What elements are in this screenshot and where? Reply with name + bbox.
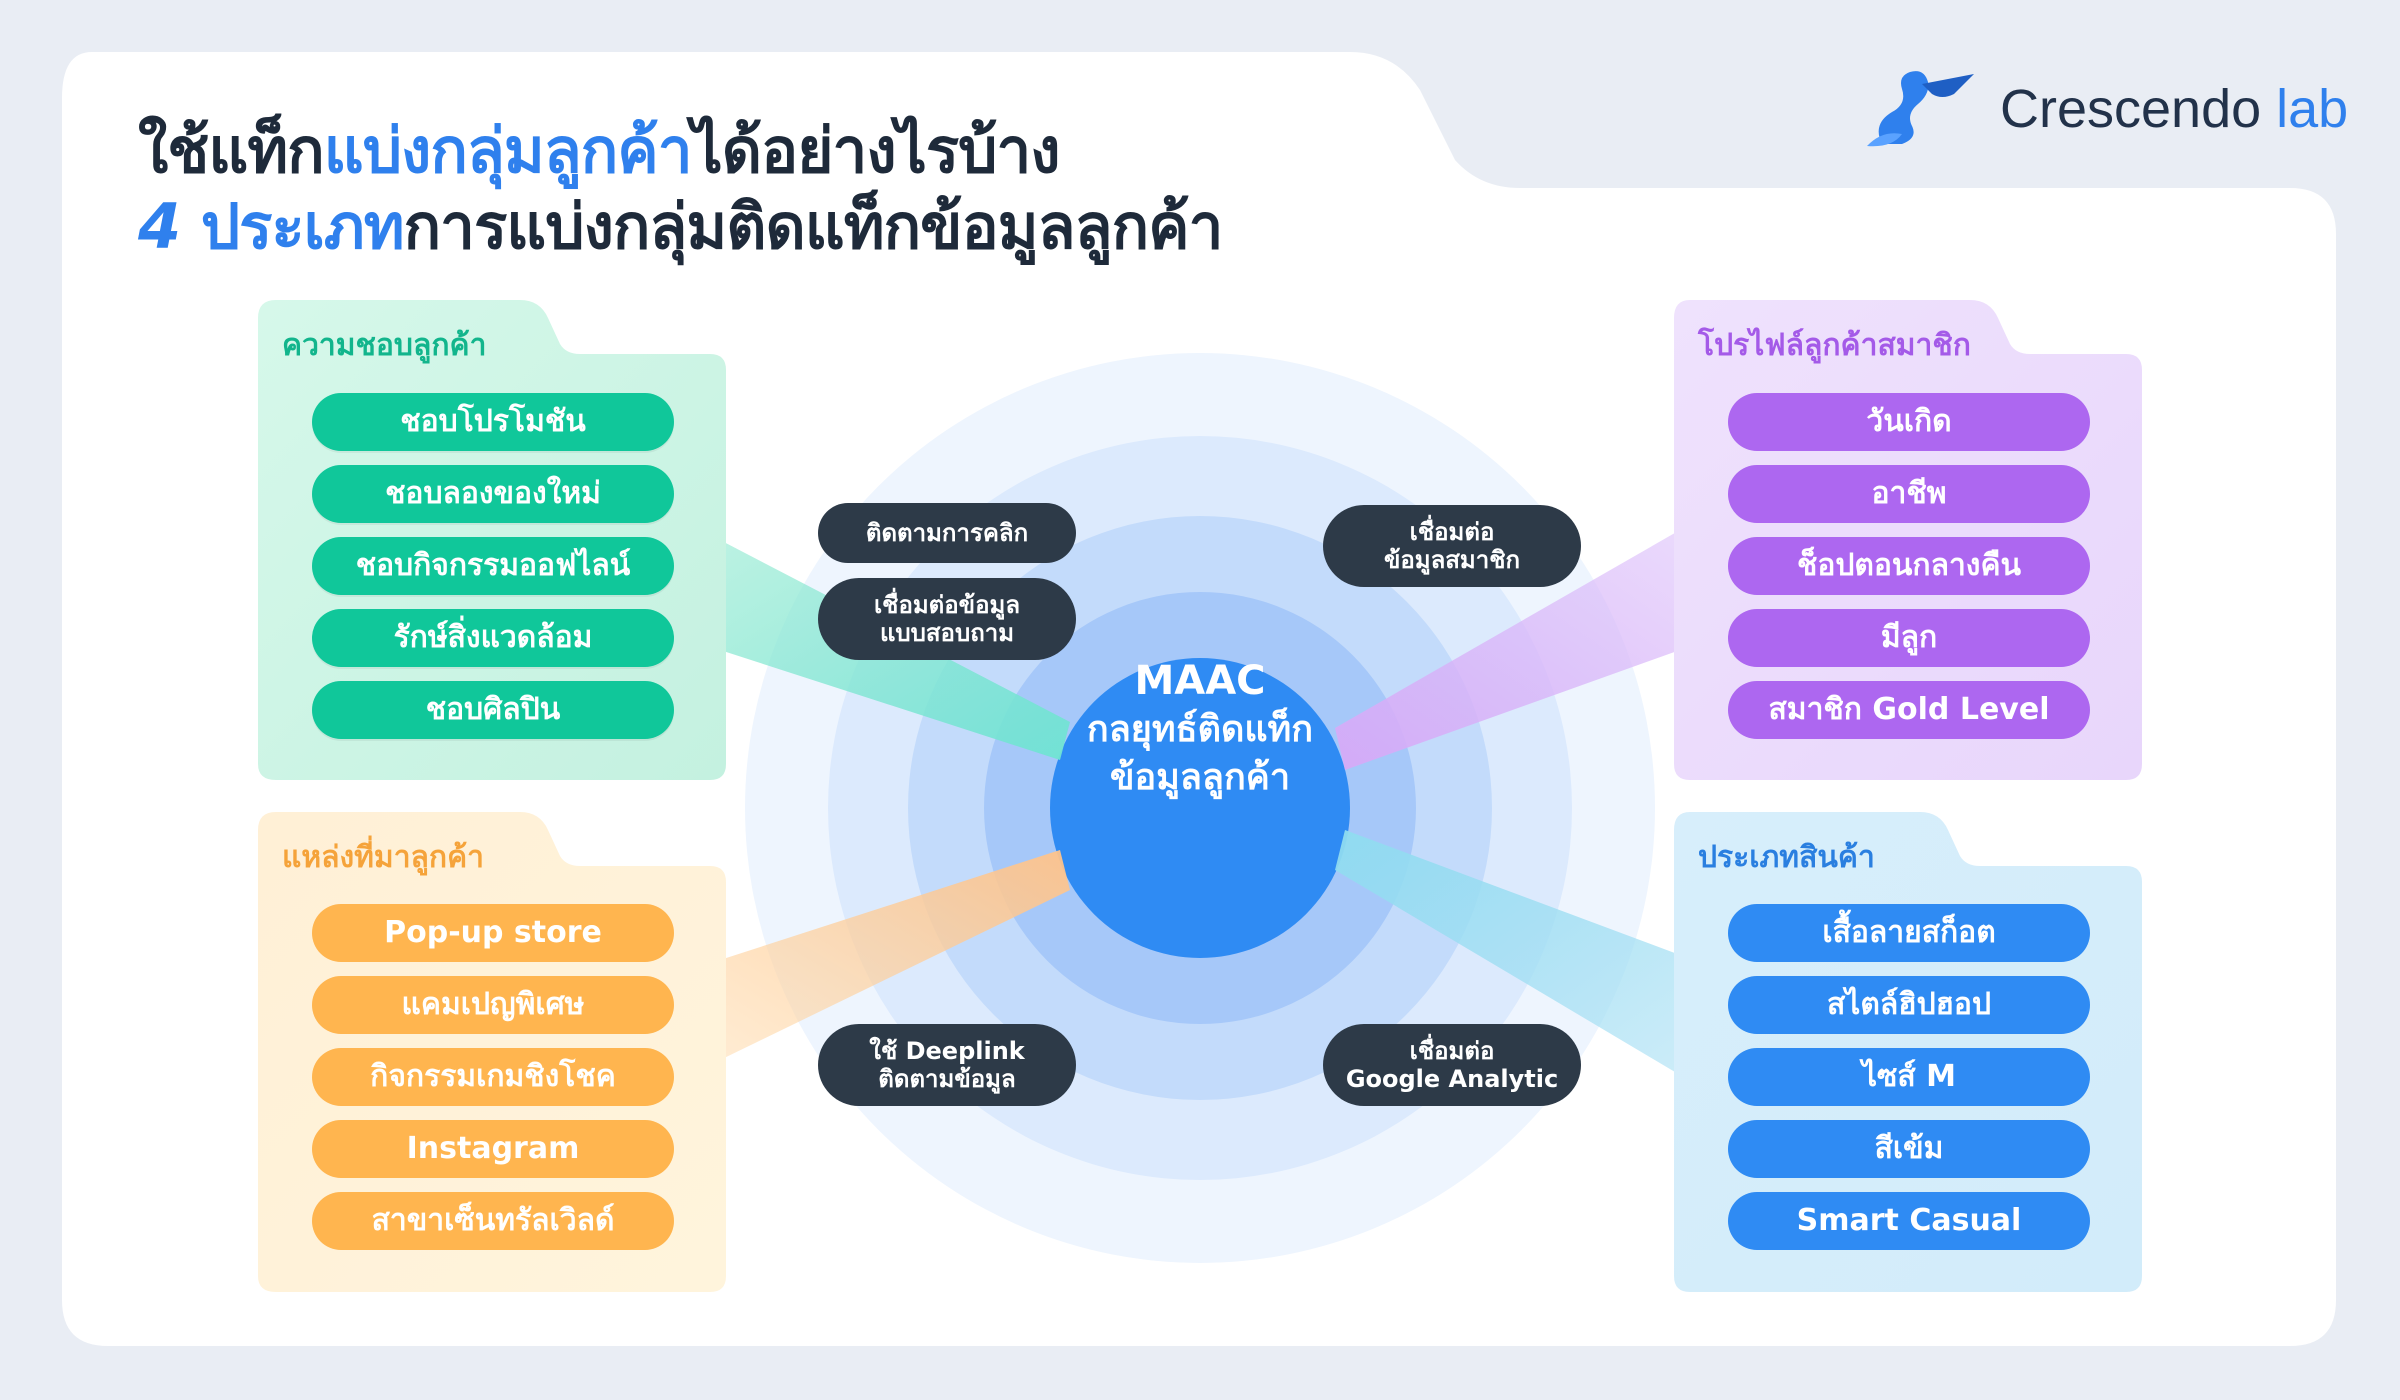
page-title-line-1: ใช้แท็กแบ่งกลุ่มลูกค้าได้อย่างไรบ้าง (138, 102, 1061, 200)
tag-pill[interactable]: ชอบโปรโมชัน (312, 393, 674, 451)
tag-pill[interactable]: กิจกรรมเกมชิงโชค (312, 1048, 674, 1106)
tag-pill[interactable]: มีลูก (1728, 609, 2090, 667)
group-title-products: ประเภทสินค้า (1698, 840, 1875, 875)
tag-pill[interactable]: ชอบกิจกรรมออฟไลน์ (312, 537, 674, 595)
tag-pill[interactable]: วันเกิด (1728, 393, 2090, 451)
title-number: 4 (138, 190, 181, 263)
group-title-sources: แหล่งที่มาลูกค้า (282, 840, 485, 875)
tag-pill[interactable]: Pop-up store (312, 904, 674, 962)
logo-text: Crescendo lab (2000, 79, 2349, 139)
crescendo-lab-bird-icon (1867, 71, 1974, 147)
center-rings (745, 353, 1655, 1263)
connector-pill[interactable]: ติดตามการคลิก (818, 503, 1076, 563)
connector-pill[interactable]: เชื่อมต่อ ข้อมูลสมาชิก (1323, 505, 1581, 587)
tag-pill[interactable]: ไซส์ M (1728, 1048, 2090, 1106)
beam-orange (720, 850, 1070, 1060)
title-suffix-2: การแบ่งกลุ่มติดแท็กข้อมูลลูกค้า (403, 190, 1224, 263)
tag-pill[interactable]: สมาชิก Gold Level (1728, 681, 2090, 739)
beam-blue (1335, 830, 1680, 1075)
title-suffix: ได้อย่างไรบ้าง (691, 114, 1061, 187)
beam-purple (1335, 530, 1680, 770)
tag-pill[interactable]: ช็อปตอนกลางคืน (1728, 537, 2090, 595)
center-subtitle-2: ข้อมูลลูกค้า (1109, 757, 1291, 798)
connector-pill[interactable]: ใช้ Deeplink ติดตามข้อมูล (818, 1024, 1076, 1106)
tag-pill[interactable]: แคมเปญพิเศษ (312, 976, 674, 1034)
tag-pill[interactable]: Smart Casual (1728, 1192, 2090, 1250)
title-prefix: ใช้แท็ก (138, 114, 325, 187)
center-title: MAAC (1134, 658, 1266, 704)
group-title-interests: ความชอบลูกค้า (282, 328, 487, 363)
tag-pill[interactable]: สไตล์ฮิปฮอป (1728, 976, 2090, 1034)
brand-logo: Crescendo lab (1862, 60, 2400, 160)
connector-pill[interactable]: เชื่อมต่อ Google Analytic (1323, 1024, 1581, 1106)
group-title-profile: โปรไฟล์ลูกค้าสมาชิก (1698, 328, 1971, 363)
tag-pill[interactable]: สีเข้ม (1728, 1120, 2090, 1178)
title-highlight-2: ประเภท (180, 190, 405, 263)
tag-pill[interactable]: เสื้อลายสก็อต (1728, 904, 2090, 962)
center-hub-label: MAAC กลยุทธ์ติดแท็ก ข้อมูลลูกค้า (1050, 656, 1350, 802)
tag-pill[interactable]: ชอบลองของใหม่ (312, 465, 674, 523)
tag-pill[interactable]: สาขาเซ็นทรัลเวิลด์ (312, 1192, 674, 1250)
connector-pill[interactable]: เชื่อมต่อข้อมูล แบบสอบถาม (818, 578, 1076, 660)
center-subtitle-1: กลยุทธ์ติดแท็ก (1086, 709, 1314, 750)
tag-pill[interactable]: รักษ์สิ่งแวดล้อม (312, 609, 674, 667)
tag-pill[interactable]: อาชีพ (1728, 465, 2090, 523)
tag-pill[interactable]: Instagram (312, 1120, 674, 1178)
tag-pill[interactable]: ชอบศิลปิน (312, 681, 674, 739)
page-title-line-2: 4 ประเภทการแบ่งกลุ่มติดแท็กข้อมูลลูกค้า (138, 178, 1224, 276)
title-highlight: แบ่งกลุ่มลูกค้า (323, 114, 693, 187)
